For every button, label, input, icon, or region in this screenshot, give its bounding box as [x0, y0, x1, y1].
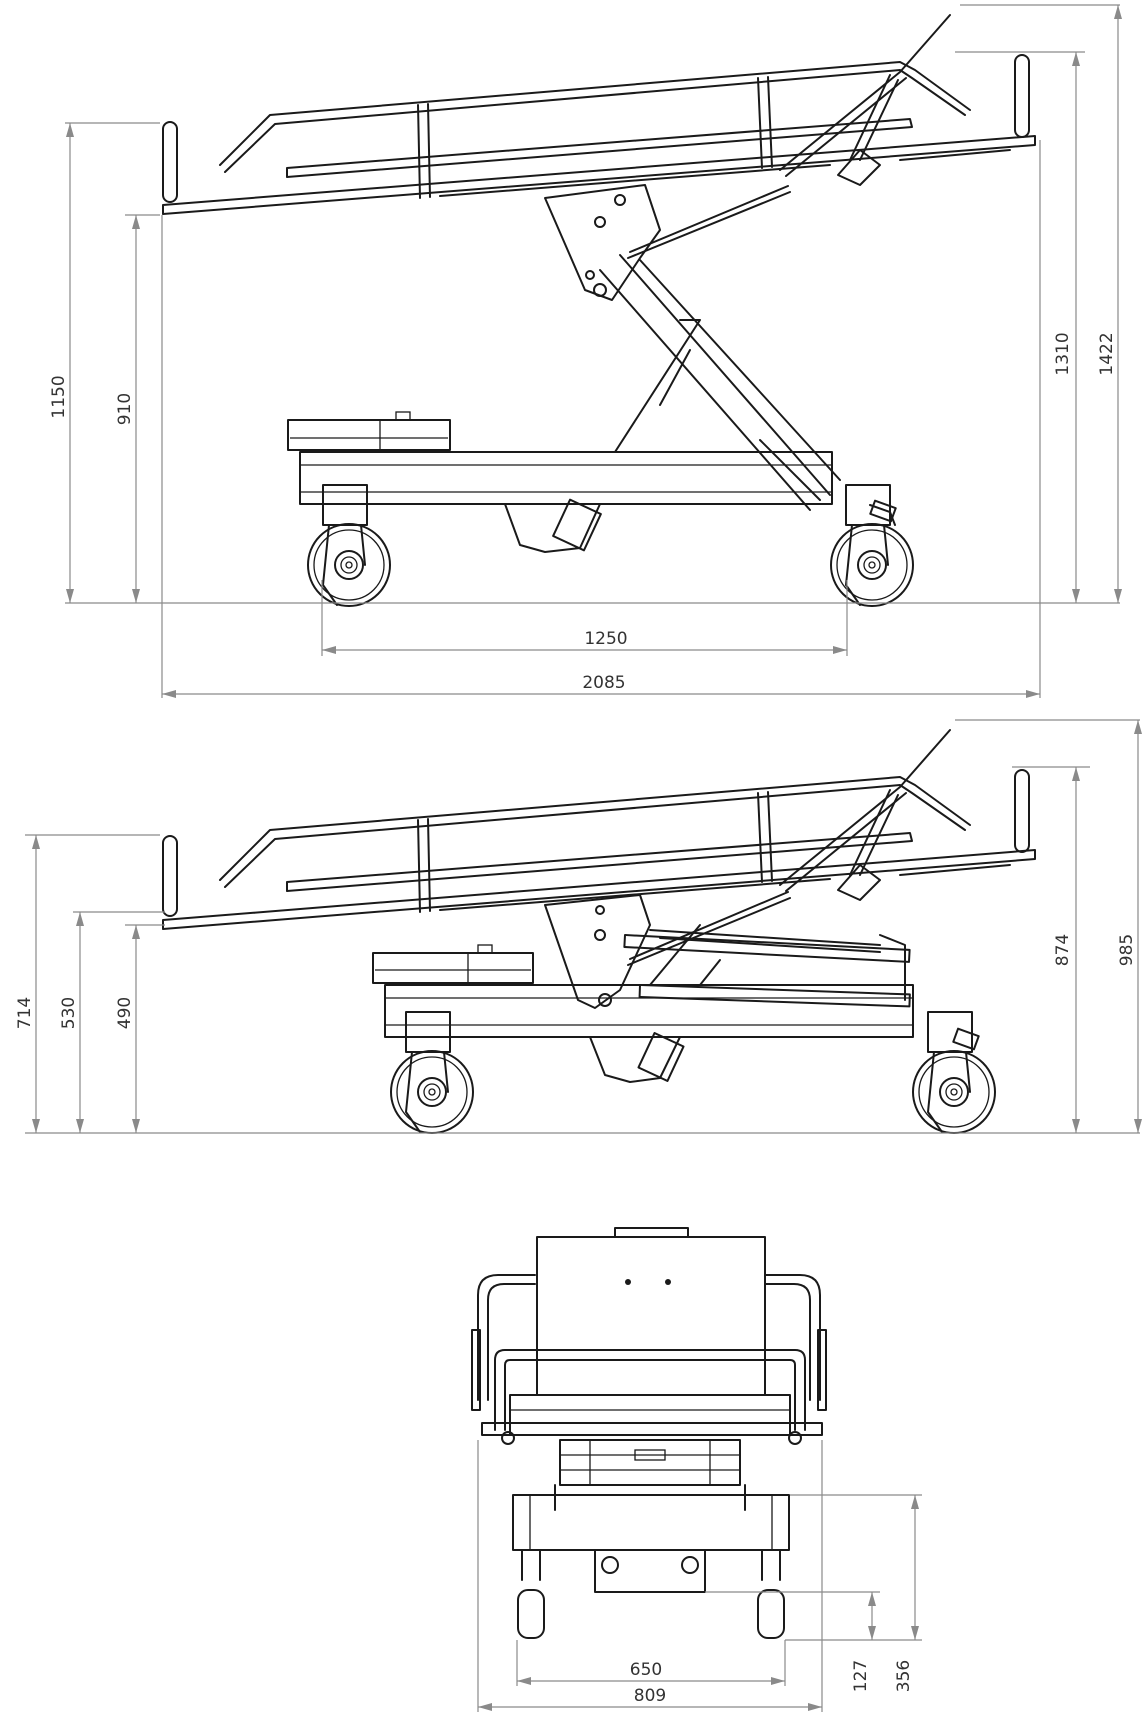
dim-650: 650	[630, 1660, 662, 1680]
dim-490: 490	[115, 997, 135, 1029]
trolley-end	[471, 1227, 827, 1639]
dim-1150: 1150	[49, 375, 69, 418]
dimensions-end-view: 650 809 127 356	[477, 1440, 922, 1712]
dim-127: 127	[851, 1660, 871, 1692]
dim-530: 530	[59, 997, 79, 1029]
caster-foot	[831, 485, 913, 606]
dim-1250: 1250	[584, 629, 627, 649]
dimensions-view2: 714 530 490 874 985	[15, 719, 1142, 1134]
dim-714: 714	[15, 997, 35, 1029]
dim-985: 985	[1117, 934, 1137, 966]
dim-910: 910	[115, 393, 135, 425]
dim-809: 809	[634, 1686, 666, 1706]
end-view: 650 809 127 356	[471, 1227, 922, 1712]
caster-head-lowered	[391, 1012, 473, 1133]
caster-foot-lowered	[913, 1012, 995, 1133]
dim-1422: 1422	[1097, 332, 1117, 375]
trolley-lowered	[162, 729, 1036, 1133]
dim-2085: 2085	[582, 673, 625, 693]
dim-1310: 1310	[1053, 332, 1073, 375]
trolley-raised	[162, 14, 1036, 606]
side-view-lowered: 714 530 490 874 985	[15, 719, 1142, 1134]
dimensions-view1: 1150 910 1310 1422 1250 2085	[49, 4, 1122, 698]
dim-356: 356	[894, 1660, 914, 1692]
side-view-raised: 1150 910 1310 1422 1250 2085	[49, 4, 1122, 698]
dim-874: 874	[1053, 934, 1073, 966]
